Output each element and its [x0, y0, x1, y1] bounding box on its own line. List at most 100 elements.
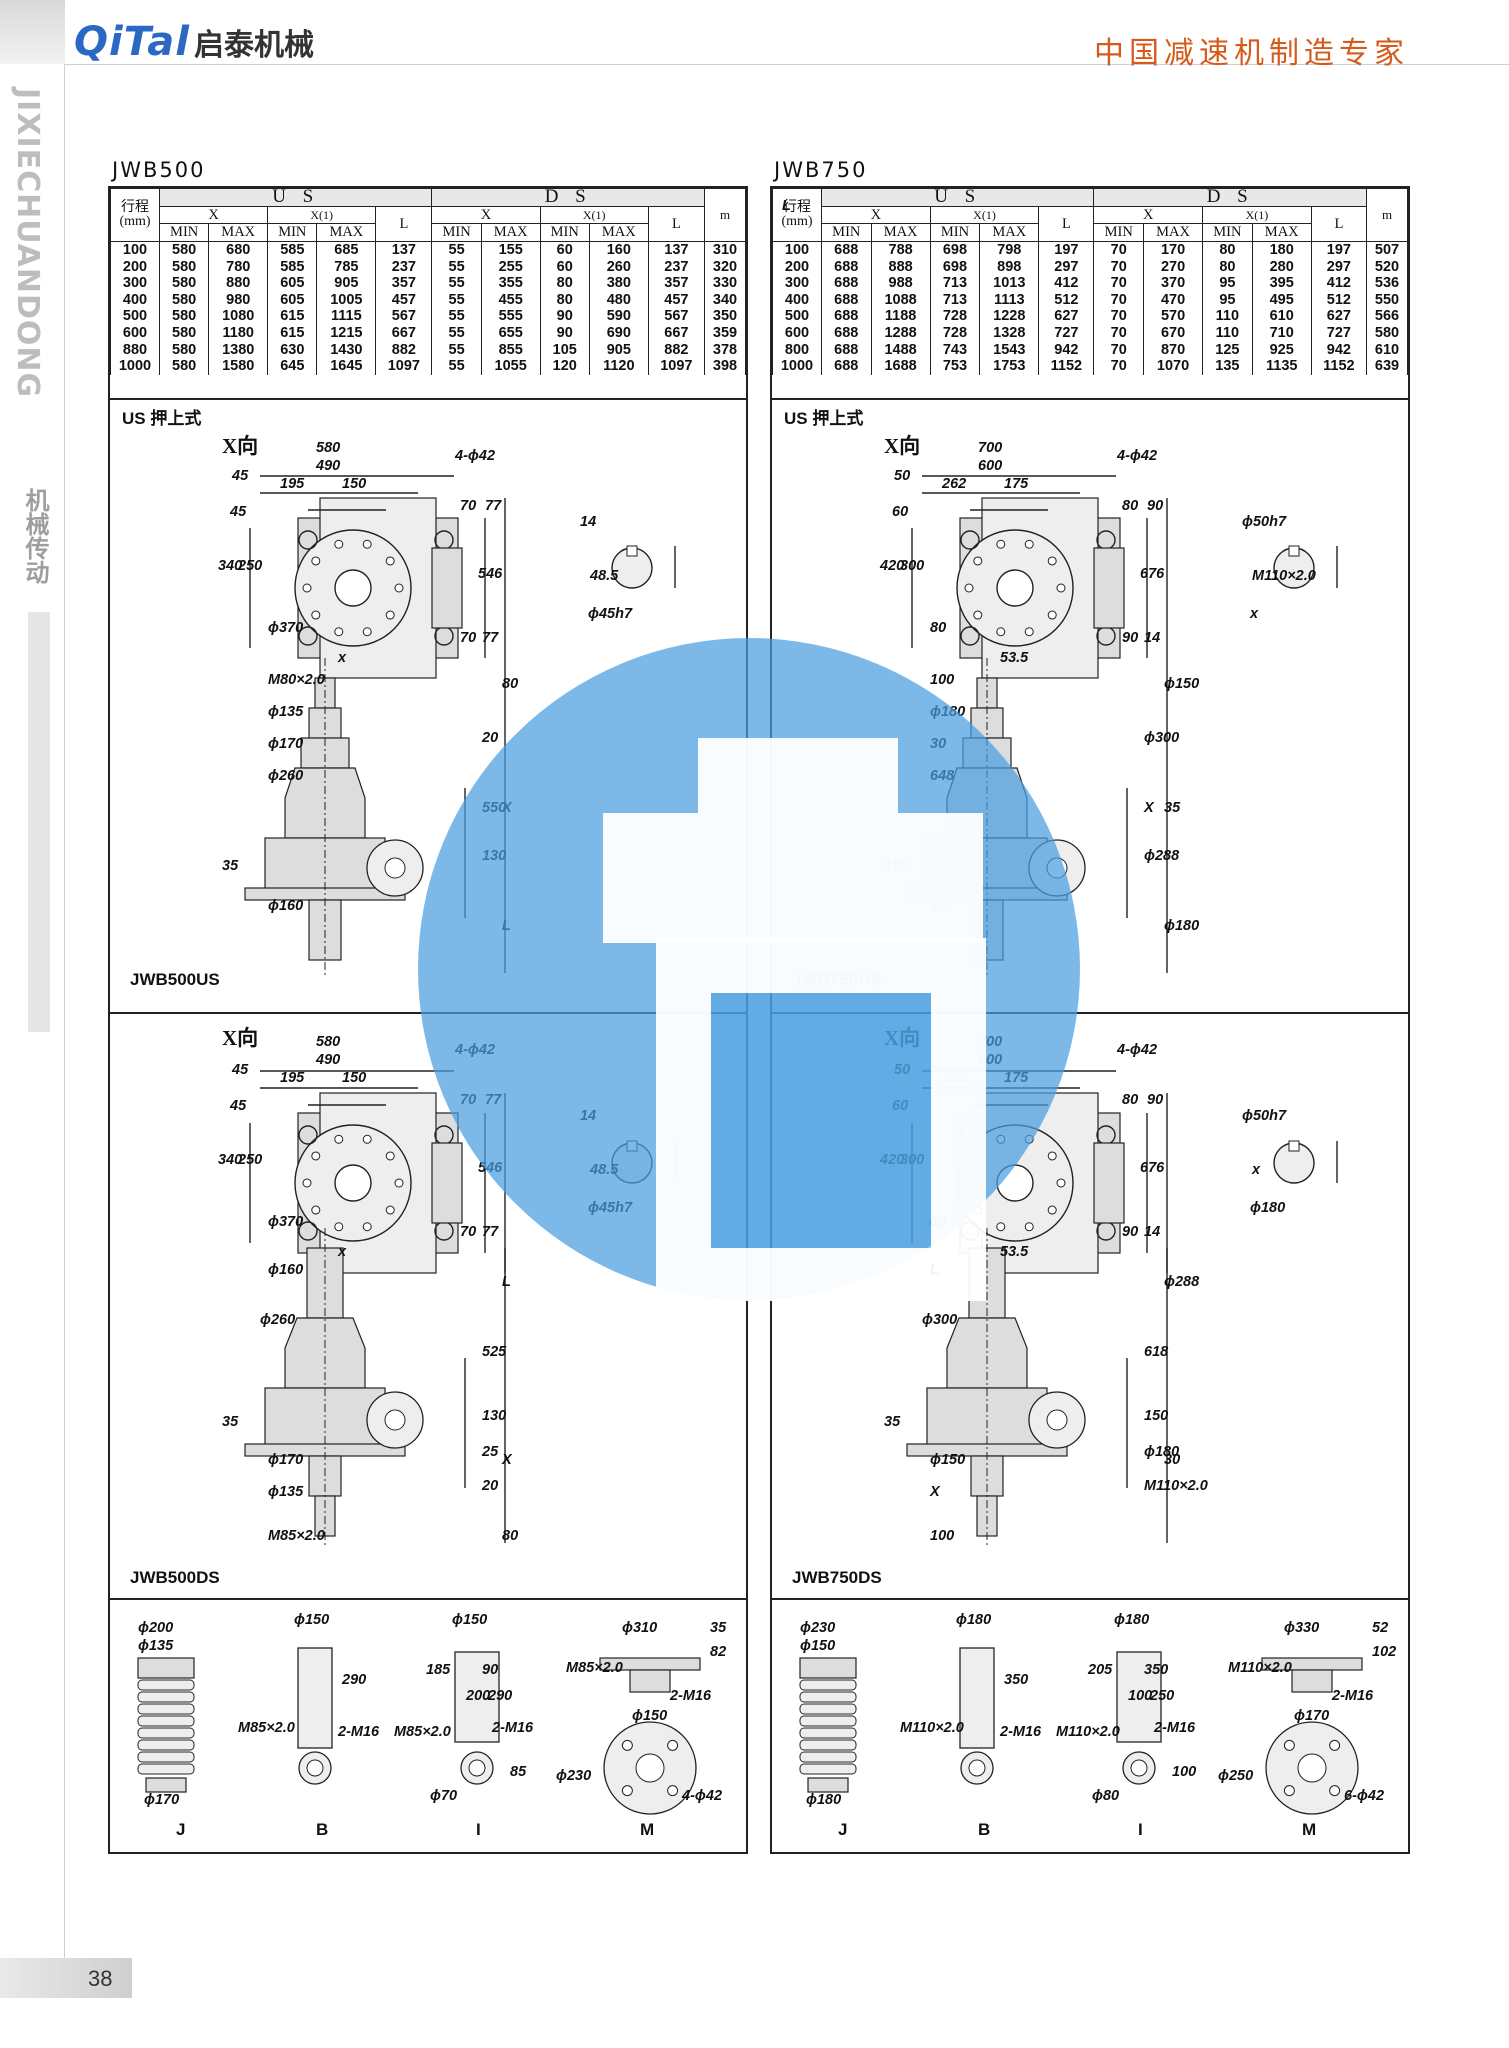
- table-cell: 60: [539, 241, 590, 259]
- table-cell: 457: [375, 291, 433, 309]
- us-x1-header: X(1): [929, 205, 1040, 225]
- table-cell: 137: [647, 241, 706, 259]
- dimension-label: 14: [1144, 1224, 1161, 1240]
- table-cell: 905: [588, 341, 649, 358]
- us-max-header: MAX: [870, 223, 931, 242]
- table-cell: 55: [431, 291, 482, 309]
- dimension-label: ϕ260: [268, 768, 304, 784]
- table-cell: 785: [316, 258, 377, 275]
- us-group-header: U S: [820, 188, 1095, 207]
- table-cell: 580: [158, 291, 210, 309]
- divider: [772, 398, 1408, 400]
- divider: [772, 1012, 1408, 1014]
- table-cell: 615: [267, 308, 318, 325]
- table-cell: 1113: [979, 291, 1040, 309]
- us-max-header: MAX: [208, 223, 269, 242]
- table-cell: 600: [110, 324, 160, 342]
- dimension-label: 35: [884, 1414, 901, 1430]
- dimension-label: 45: [232, 1062, 249, 1078]
- table-cell: 615: [267, 324, 318, 342]
- accessory-label-b: B: [978, 1820, 991, 1839]
- us-min-header: MIN: [267, 223, 318, 242]
- mount-hole: [960, 530, 980, 550]
- table-cell: 1005: [316, 291, 377, 309]
- table-cell: 698: [929, 258, 981, 275]
- panel-title-right: JWB750: [774, 158, 868, 182]
- table-cell: 55: [431, 274, 482, 292]
- table-cell: 788: [870, 241, 931, 259]
- mount-hole: [298, 1125, 318, 1145]
- table-cell: 100: [772, 241, 822, 259]
- accessory-dimension: 100: [1128, 1688, 1153, 1704]
- dimension-label: 20: [482, 730, 499, 746]
- table-cell: 1080: [208, 308, 269, 325]
- accessory-dimension: M110×2.0: [900, 1720, 964, 1736]
- table-cell: 567: [375, 308, 433, 325]
- table-cell: 55: [431, 341, 482, 358]
- dimension-label: 150: [342, 1070, 367, 1086]
- table-cell: 512: [1310, 291, 1368, 309]
- table-cell: 680: [208, 241, 269, 259]
- dimension-label: 490: [316, 458, 341, 474]
- dimension-label: 35: [1164, 800, 1181, 816]
- table-cell: 713: [929, 274, 981, 292]
- table-cell: 728: [929, 324, 981, 342]
- table-cell: 100: [110, 241, 160, 259]
- accessory-dimension: 350: [1144, 1662, 1169, 1678]
- dimension-label: 90: [1147, 1092, 1164, 1108]
- dimension-label: 150: [342, 476, 367, 492]
- dimension-label: 676: [1140, 1160, 1165, 1176]
- dimension-label: ϕ288: [1144, 848, 1180, 864]
- shaft-bore: [334, 569, 372, 607]
- accessory-dimension: 185: [426, 1662, 451, 1678]
- accessory-dimension: 6-ϕ42: [1344, 1788, 1385, 1804]
- table-cell: 780: [208, 258, 269, 275]
- model-ds-label: JWB750DS: [792, 1568, 882, 1587]
- accessory-dimension: ϕ150: [632, 1708, 668, 1724]
- dimension-label: 80: [502, 1528, 519, 1544]
- accessory-dimension: 2-M16: [1332, 1688, 1374, 1704]
- dimension-label: ϕ45h7: [588, 606, 633, 622]
- header-divider: [64, 64, 1509, 65]
- dimension-label: ϕ180: [1164, 918, 1200, 934]
- dimension-label: M85×2.0: [268, 1528, 325, 1544]
- table-cell: 905: [316, 274, 377, 292]
- table-cell: 330: [704, 274, 746, 292]
- dimension-label: 4-ϕ42: [1117, 448, 1158, 464]
- dimension-label: 420: [880, 558, 905, 574]
- dimension-label: 546: [478, 566, 503, 582]
- table-cell: 70: [1093, 357, 1144, 375]
- table-cell: 70: [1093, 258, 1144, 275]
- dimension-label: 618: [1144, 1344, 1169, 1360]
- table-cell: 480: [588, 291, 649, 309]
- dimension-label: ϕ180: [1250, 1200, 1286, 1216]
- dimension-label: x: [338, 1244, 347, 1260]
- table-cell: 350: [704, 308, 746, 325]
- accessory-label-j: J: [838, 1820, 848, 1839]
- ds-group-header: D S: [1093, 188, 1367, 207]
- accessory-dimension: 2-M16: [1000, 1724, 1042, 1740]
- table-cell: 110: [1202, 308, 1253, 325]
- sidebar-divider: [64, 64, 65, 1974]
- table-cell: 1328: [979, 324, 1040, 342]
- dimension-label: 80: [1122, 1092, 1139, 1108]
- accessory-dimension: 250: [1150, 1688, 1175, 1704]
- divider: [110, 398, 746, 400]
- accessory-dimension: 2-M16: [670, 1688, 712, 1704]
- table-cell: 1580: [208, 357, 269, 375]
- dimension-label: x: [338, 650, 347, 666]
- sidebar-top-block: [0, 0, 65, 64]
- sidebar-bar: [28, 612, 50, 1032]
- dimension-label: 53.5: [1000, 1244, 1029, 1260]
- brand-name-en: QiTal: [74, 19, 190, 65]
- table-cell: 280: [1251, 258, 1312, 275]
- table-cell: 95: [1202, 291, 1253, 309]
- table-cell: 105: [539, 341, 590, 358]
